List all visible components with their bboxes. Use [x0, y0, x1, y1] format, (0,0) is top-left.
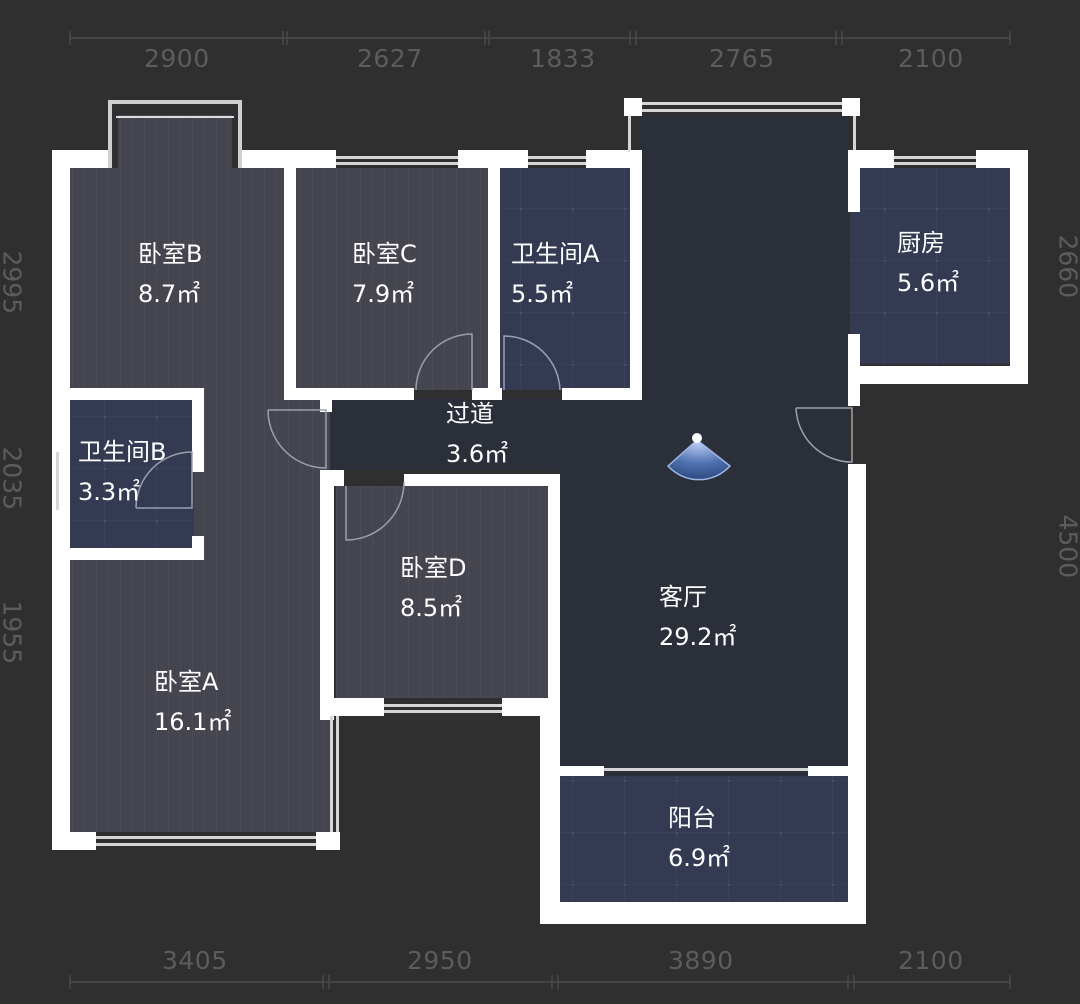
- dim-left-1: 2995: [0, 250, 27, 315]
- room-area: 3.3㎡: [78, 478, 141, 506]
- dim-top-4: 2765: [709, 44, 775, 73]
- room-bedroom-b[interactable]: 卧室B 8.7㎡: [138, 234, 202, 314]
- room-bathroom-b[interactable]: 卫生间B 3.3㎡: [78, 432, 166, 512]
- room-name: 卧室B: [138, 240, 203, 268]
- room-name: 卧室C: [352, 240, 417, 268]
- room-area: 7.9㎡: [352, 280, 415, 308]
- dim-left-2: 2035: [0, 446, 27, 511]
- room-name: 卫生间A: [511, 240, 600, 268]
- dim-top-1: 2900: [144, 44, 210, 73]
- room-bathroom-a[interactable]: 卫生间A 5.5㎡: [511, 234, 599, 314]
- dim-top-5: 2100: [898, 44, 964, 73]
- room-balcony[interactable]: 阳台 6.9㎡: [668, 798, 730, 878]
- room-area: 8.5㎡: [400, 594, 463, 622]
- room-bedroom-c[interactable]: 卧室C 7.9㎡: [352, 234, 417, 314]
- room-area: 3.6㎡: [446, 440, 509, 468]
- room-living-room[interactable]: 客厅 29.2㎡: [659, 577, 736, 657]
- room-area: 8.7㎡: [138, 280, 201, 308]
- dim-bottom-3: 3890: [668, 946, 734, 975]
- room-name: 卧室D: [400, 554, 467, 582]
- room-name: 阳台: [668, 804, 716, 832]
- room-area: 5.5㎡: [511, 280, 574, 308]
- dim-top-2: 2627: [357, 44, 423, 73]
- room-name: 过道: [446, 400, 494, 428]
- room-bedroom-a[interactable]: 卧室A 16.1㎡: [154, 662, 231, 742]
- dim-bottom-2: 2950: [407, 946, 473, 975]
- dim-bottom-1: 3405: [162, 946, 228, 975]
- room-area: 29.2㎡: [659, 623, 737, 651]
- room-name: 卫生间B: [78, 438, 167, 466]
- room-corridor[interactable]: 过道 3.6㎡: [446, 394, 508, 474]
- floors: [70, 115, 1010, 902]
- room-name: 厨房: [897, 229, 945, 257]
- camera-viewpoint-icon: [666, 433, 732, 481]
- dimension-lines: [69, 31, 1011, 989]
- room-name: 客厅: [659, 583, 707, 611]
- walls: [52, 98, 1028, 924]
- dim-top-3: 1833: [530, 44, 596, 73]
- room-area: 16.1㎡: [154, 708, 232, 736]
- room-kitchen[interactable]: 厨房 5.6㎡: [897, 223, 959, 303]
- room-area: 5.6㎡: [897, 269, 960, 297]
- room-area: 6.9㎡: [668, 844, 731, 872]
- dim-right-2: 4500: [1053, 514, 1080, 579]
- room-bedroom-d[interactable]: 卧室D 8.5㎡: [400, 548, 466, 628]
- dim-bottom-4: 2100: [898, 946, 964, 975]
- door-swings: [135, 333, 853, 541]
- dim-left-3: 1955: [0, 600, 27, 665]
- dim-right-1: 2660: [1053, 234, 1080, 299]
- room-name: 卧室A: [154, 668, 219, 696]
